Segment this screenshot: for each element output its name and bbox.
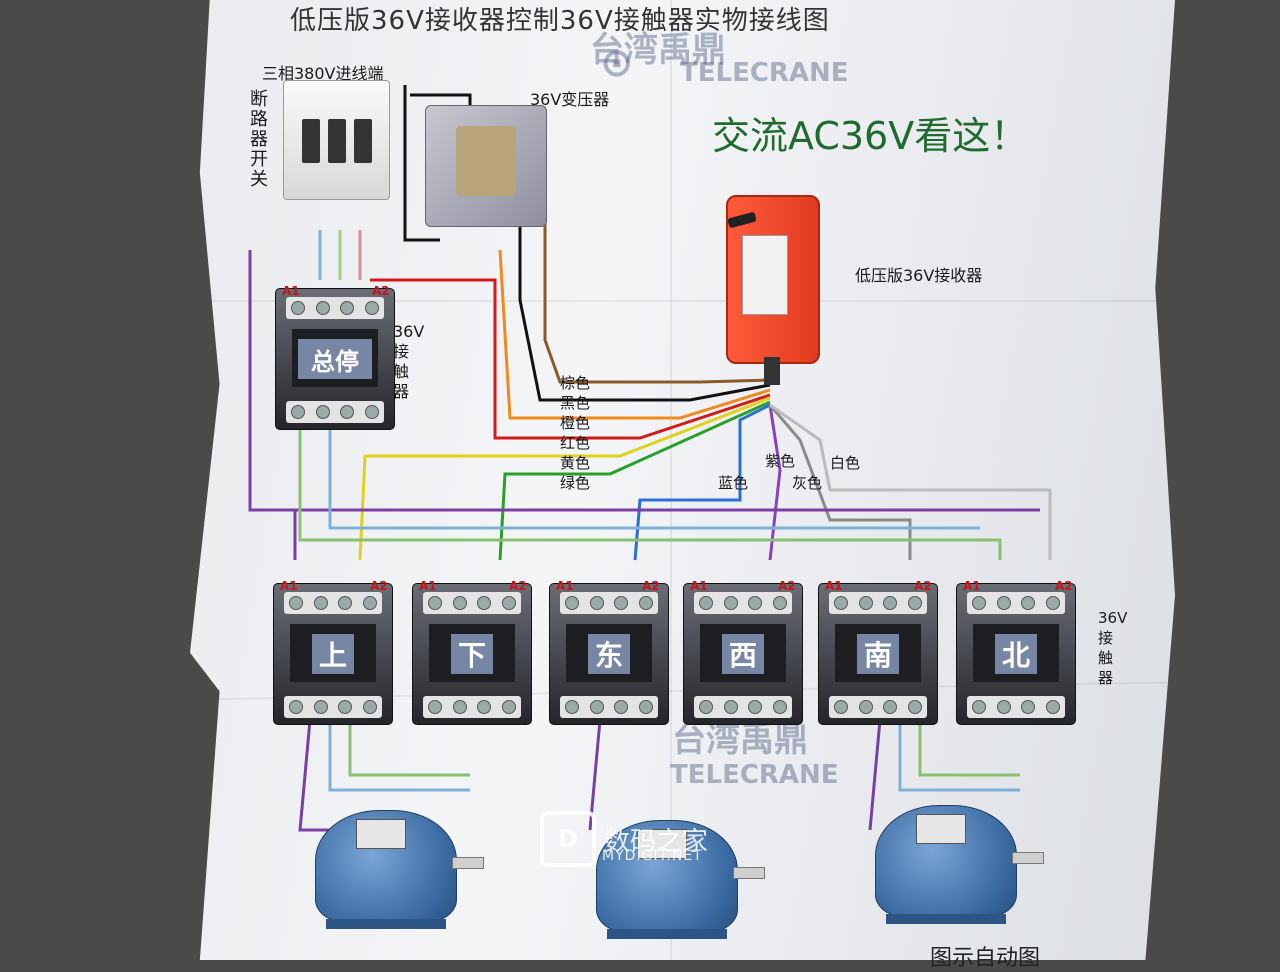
transformer — [425, 105, 547, 227]
contactor-south: 南 — [818, 583, 938, 725]
headline: 交流AC36V看这！ — [712, 114, 1029, 158]
motor-shaft — [733, 867, 765, 879]
breaker-switch — [302, 119, 320, 163]
coil-terminal-a2: A2 — [1055, 579, 1073, 593]
site-watermark: D 数码之家 MYDIGIT.NET — [540, 806, 740, 872]
motor — [596, 820, 765, 939]
motor-base — [886, 914, 1006, 924]
coil-terminal-a2: A2 — [372, 284, 390, 298]
receiver-antenna — [727, 211, 757, 229]
contactor-west: 西 — [683, 583, 803, 725]
contactor-label: 北 — [995, 634, 1037, 674]
motor-shaft — [452, 857, 484, 869]
contactor-down: 下 — [412, 583, 532, 725]
receiver-unit — [726, 195, 820, 385]
contactor-terminals-bottom — [560, 696, 658, 718]
bottom-text-fragment: 图示自动图 — [930, 946, 1041, 971]
coil-terminal-a2: A2 — [509, 579, 527, 593]
coil-terminal-a1: A1 — [280, 579, 298, 593]
coil-terminal-a1: A1 — [556, 579, 574, 593]
contactor-terminals-top — [829, 592, 927, 614]
paper-crease — [670, 0, 672, 960]
contactor-terminals-top — [286, 297, 384, 319]
transformer-coil — [456, 126, 516, 196]
motor-junction-box — [916, 814, 966, 844]
motor — [875, 805, 1044, 924]
contactor-up: 上 — [273, 583, 393, 725]
contactor-terminals-bottom — [286, 401, 384, 423]
coil-terminal-a1: A1 — [963, 579, 981, 593]
contactor-terminals-top — [694, 592, 792, 614]
wire-label-black: 黑色 — [560, 394, 591, 412]
site-url: MYDIGIT.NET — [602, 848, 703, 864]
contactor-label: 上 — [312, 634, 354, 674]
contactor-label: 总停 — [298, 339, 372, 379]
contactor-terminals-bottom — [423, 696, 521, 718]
contactor-label: 东 — [588, 634, 630, 674]
wire-label-brown: 棕色 — [560, 374, 591, 392]
transformer-label: 36V变压器 — [530, 90, 610, 109]
breaker-switch — [328, 119, 346, 163]
contactor-label: 下 — [451, 634, 493, 674]
circuit-breaker — [283, 80, 390, 200]
receiver-cable — [764, 357, 780, 385]
breaker-switch — [354, 119, 372, 163]
site-logo-icon: D — [540, 811, 596, 867]
wire-label-yellow: 黄色 — [560, 454, 591, 472]
brand-name-en-lower: TELECRANE — [670, 760, 839, 790]
coil-terminal-a2: A2 — [642, 579, 660, 593]
contactor-terminals-top — [423, 592, 521, 614]
contactor-terminals-top — [967, 592, 1065, 614]
coil-terminal-a1: A1 — [419, 579, 437, 593]
contactor-terminals-bottom — [829, 696, 927, 718]
wire-label-gray: 灰色 — [792, 474, 823, 492]
contactor-terminals-top — [284, 592, 382, 614]
coil-terminal-a1: A1 — [690, 579, 708, 593]
contactor-terminals-top — [560, 592, 658, 614]
motor — [315, 810, 484, 929]
brand-name-en: TELECRANE — [680, 58, 849, 88]
wire-label-blue: 蓝色 — [718, 474, 749, 492]
brand-name-cn-lower: 台湾禹鼎 — [672, 720, 808, 760]
contactor-label: 西 — [722, 634, 764, 674]
brand-logo-icon: ⊙ — [600, 40, 634, 86]
contactor-terminals-bottom — [967, 696, 1065, 718]
wire-label-green: 绿色 — [560, 474, 591, 492]
coil-terminal-a1: A1 — [825, 579, 843, 593]
coil-terminal-a2: A2 — [778, 579, 796, 593]
wire-label-white: 白色 — [830, 454, 861, 472]
receiver-label: 低压版36V接收器 — [855, 266, 983, 285]
coil-terminal-a2: A2 — [914, 579, 932, 593]
site-name: 数码之家 — [604, 826, 709, 857]
motor-base — [326, 919, 446, 929]
motor-junction-box — [637, 829, 687, 859]
wire-label-orange: 橙色 — [560, 414, 591, 432]
incoming-label: 三相380V进线端 — [262, 64, 384, 83]
brand-name-cn: 台湾禹鼎 — [590, 30, 726, 70]
receiver-panel — [742, 235, 788, 315]
contactor-main: 总停 — [275, 288, 395, 430]
contactor-east: 东 — [549, 583, 669, 725]
coil-terminal-a1: A1 — [282, 284, 300, 298]
paper-crease — [190, 300, 1170, 302]
motor-base — [607, 929, 727, 939]
motor-shaft — [1012, 852, 1044, 864]
contactor-north: 北 — [956, 583, 1076, 725]
wire-label-red: 红色 — [560, 434, 591, 452]
contactor-terminals-bottom — [284, 696, 382, 718]
coil-terminal-a2: A2 — [370, 579, 388, 593]
breaker-label: 断路器开关 — [250, 89, 268, 190]
contactor-terminals-bottom — [694, 696, 792, 718]
diagram-title: 低压版36V接收器控制36V接触器实物接线图 — [290, 6, 830, 36]
wire-label-purple: 紫色 — [765, 452, 796, 470]
contactor-label: 南 — [857, 634, 899, 674]
motor-junction-box — [356, 819, 406, 849]
